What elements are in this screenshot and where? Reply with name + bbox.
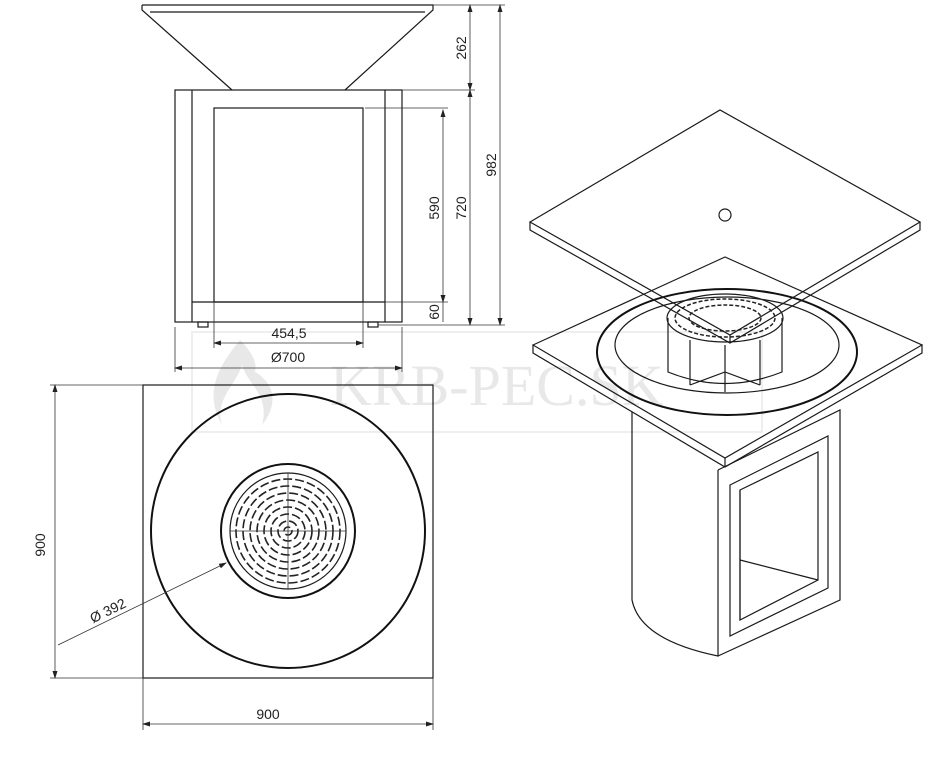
- hole-icon: [718, 208, 732, 222]
- dim-base-height: 60: [426, 304, 442, 320]
- dim-plate-depth: 900: [32, 533, 48, 557]
- isometric-view: [528, 109, 924, 657]
- top-dimensions: 900 900 Ø 392: [32, 384, 434, 730]
- front-view: [141, 4, 434, 328]
- dim-plate-width: 900: [256, 706, 280, 722]
- dim-bowl-height: 262: [453, 36, 469, 60]
- dim-total-height: 982: [483, 153, 499, 177]
- flame-logo-icon: [213, 340, 273, 425]
- dim-body-diameter: Ø700: [271, 349, 305, 365]
- front-dimensions: 262 720 982 590 60 454,5 Ø700: [174, 4, 505, 372]
- dim-opening-height: 590: [426, 196, 442, 220]
- top-view: [142, 384, 434, 679]
- dim-grate-diameter: Ø 392: [87, 595, 128, 626]
- watermark: KRB-PEC.SK: [191, 331, 763, 433]
- dim-opening-width: 454,5: [271, 325, 306, 341]
- dim-body-height: 720: [453, 196, 469, 220]
